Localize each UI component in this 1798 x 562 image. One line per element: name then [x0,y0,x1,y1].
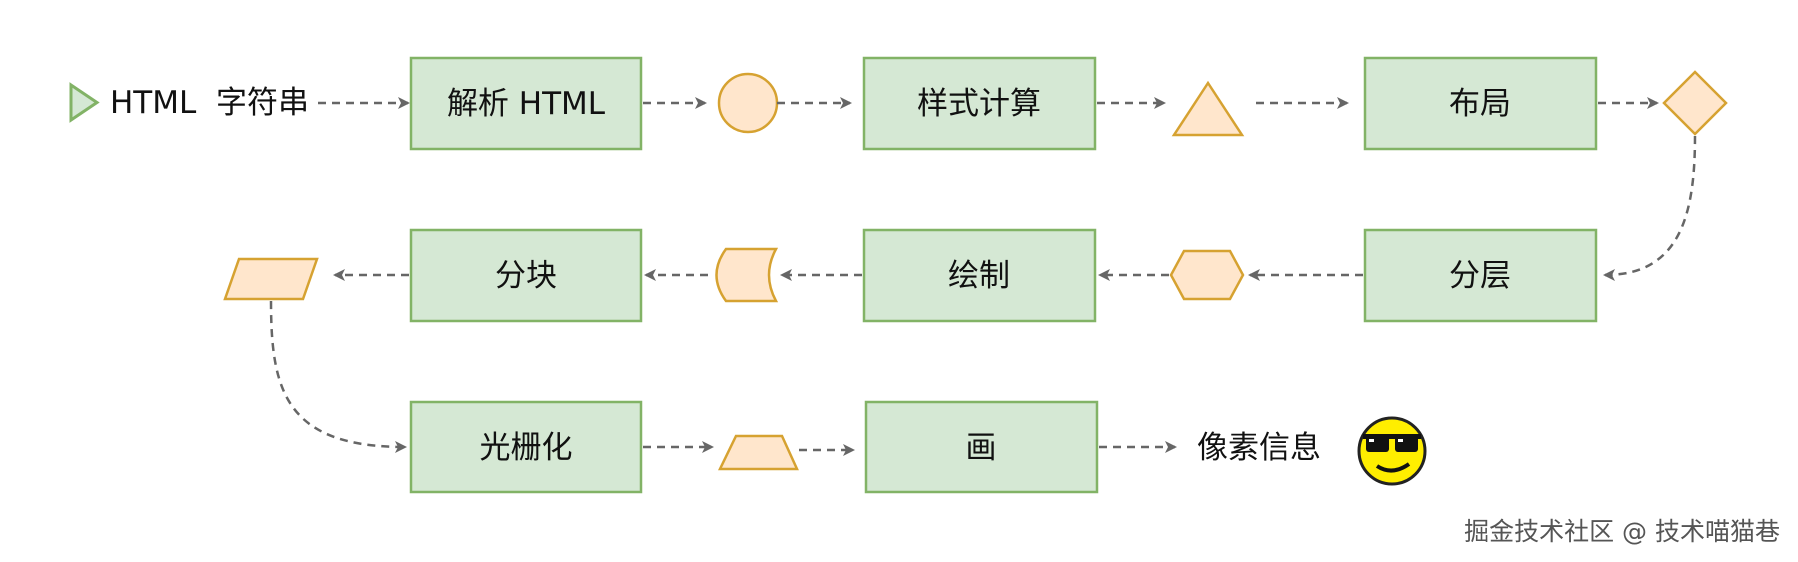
triangle-shape [1171,80,1245,137]
step-paint: 绘制 [862,228,1097,323]
step-tiling-box [409,228,643,323]
step-rasterize-box [409,400,643,494]
trapezoid-shape [718,434,799,471]
step-tiling: 分块 [409,228,643,323]
step-parse-html: 解析 HTML [409,56,643,151]
step-layout-box [1363,56,1598,151]
step-draw: 画 [864,400,1099,494]
step-layout: 布局 [1363,56,1598,151]
cool-smiley-sunglasses-icon [1357,416,1427,486]
step-paint-box [862,228,1097,323]
step-style-calc-label: 样式计算 [917,86,1041,122]
step-style-calc: 样式计算 [862,56,1097,151]
step-layout-label: 布局 [1449,86,1511,122]
step-draw-label: 画 [966,430,997,466]
step-draw-box [864,400,1099,494]
step-paint-label: 绘制 [948,258,1010,294]
step-layering-box [1363,228,1598,323]
start-label: HTML 字符串 [110,85,309,121]
step-parse-html-box [409,56,643,151]
watermark: 掘金技术社区 @ 技术喵猫巷 [1464,517,1780,546]
step-parse-html-label: 解析 HTML [447,86,606,122]
hexagon-shape [1169,249,1245,301]
parallelogram-shape [223,257,319,301]
step-layering: 分层 [1363,228,1598,323]
stored-data-shape [715,247,779,303]
step-style-calc-box [862,56,1097,151]
step-rasterize-label: 光栅化 [480,430,573,466]
step-rasterize: 光栅化 [409,400,643,494]
end-label: 像素信息 [1197,430,1321,466]
start-triangle-icon [69,82,100,123]
arrow-diamond-to-layer [1603,135,1697,281]
arrow-parallelogram-to-raster [269,300,407,453]
step-tiling-label: 分块 [495,258,557,294]
circle-shape [717,72,779,134]
diamond-shape [1662,70,1728,136]
step-layering-label: 分层 [1449,258,1511,294]
